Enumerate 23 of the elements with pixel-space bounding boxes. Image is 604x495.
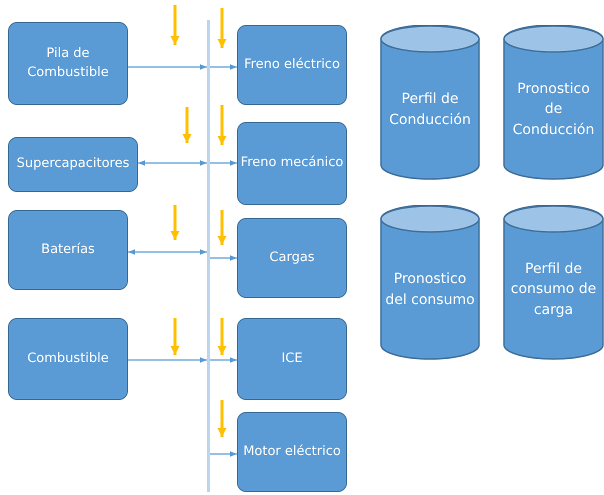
component-box: Freno mecánico bbox=[237, 122, 347, 205]
database-cylinder: Perfil de Conducción bbox=[380, 25, 480, 180]
connector-arrow bbox=[210, 357, 237, 363]
component-box: Freno eléctrico bbox=[237, 25, 347, 105]
connector-arrow bbox=[138, 160, 207, 166]
connector-arrow bbox=[210, 451, 237, 457]
component-box: Motor eléctrico bbox=[237, 412, 347, 492]
component-box: Supercapacitores bbox=[8, 137, 138, 192]
connector-arrow bbox=[128, 357, 207, 363]
connector-arrow bbox=[128, 64, 207, 70]
component-box: Cargas bbox=[237, 218, 347, 298]
connector-arrow bbox=[210, 255, 237, 261]
bus-line bbox=[207, 20, 210, 492]
connector-arrow bbox=[210, 64, 237, 70]
database-cylinder: Pronostico del consumo bbox=[380, 205, 480, 360]
connector-arrow bbox=[128, 249, 207, 255]
component-box: Pila de Combustible bbox=[8, 22, 128, 105]
connector-arrow bbox=[210, 160, 237, 166]
database-cylinder: Perfil de consumo de carga bbox=[503, 205, 604, 360]
component-box: Combustible bbox=[8, 318, 128, 400]
component-box: Baterías bbox=[8, 210, 128, 290]
database-cylinder: Pronostico de Conducción bbox=[503, 25, 604, 180]
component-box: ICE bbox=[237, 318, 347, 400]
